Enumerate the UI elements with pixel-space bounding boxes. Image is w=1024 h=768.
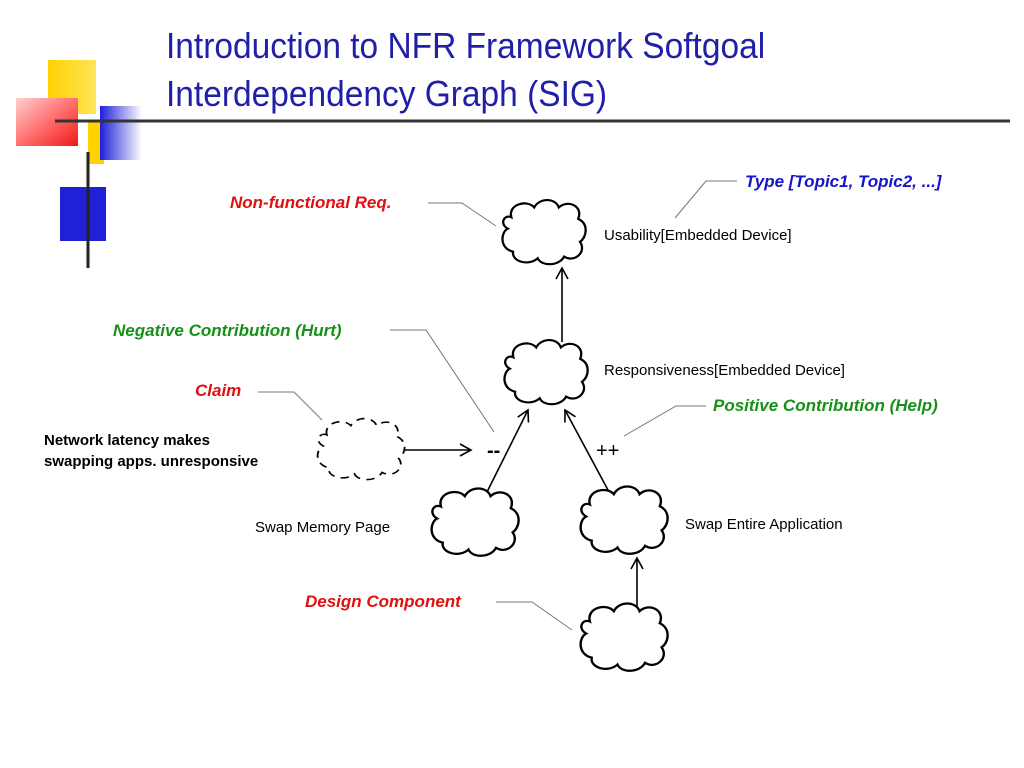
slide-title: Introduction to NFR Framework Softgoal I… <box>166 22 947 118</box>
deco-blue-square <box>60 187 106 241</box>
responsiveness-label: Responsiveness[Embedded Device] <box>604 362 845 379</box>
claim-label-line2: swapping apps. unresponsive <box>44 453 258 470</box>
swap-entire-to-responsiveness-arrow <box>564 408 609 491</box>
claim-annotation: Claim <box>195 381 241 400</box>
design-leader-line <box>496 601 573 631</box>
hurt-symbol: -- <box>487 440 500 462</box>
usability-softgoal-cloud <box>501 198 587 266</box>
swap-entire-cloud <box>579 485 669 555</box>
nfr-leader-line <box>428 202 497 227</box>
usability-label: Usability[Embedded Device] <box>604 227 792 244</box>
positive-leader-line <box>623 405 706 437</box>
negative-contribution-annotation: Negative Contribution (Hurt) <box>113 321 342 340</box>
claim-leader-line <box>258 391 323 421</box>
positive-contribution-annotation: Positive Contribution (Help) <box>713 396 938 415</box>
claim-label-line1: Network latency makes <box>44 432 210 449</box>
claim-softgoal-cloud <box>316 417 406 481</box>
help-symbol: ++ <box>596 440 619 462</box>
design-component-cloud <box>579 602 669 672</box>
swap-entire-label: Swap Entire Application <box>685 516 843 533</box>
negative-leader-line <box>390 329 495 433</box>
design-component-annotation: Design Component <box>305 592 462 611</box>
responsiveness-softgoal-cloud <box>503 338 589 406</box>
type-annotation: Type [Topic1, Topic2, ...] <box>745 172 943 191</box>
swap-memory-to-responsiveness-arrow <box>486 408 530 493</box>
slide-title-line2: Interdependency Graph (SIG) <box>166 73 608 114</box>
swap-memory-label: Swap Memory Page <box>255 519 390 536</box>
swap-memory-cloud <box>430 487 520 557</box>
nfr-annotation: Non-functional Req. <box>230 193 391 212</box>
slide-title-line1: Introduction to NFR Framework Softgoal <box>166 25 766 66</box>
type-leader-line <box>674 180 737 219</box>
deco-blue-fade <box>100 106 142 160</box>
